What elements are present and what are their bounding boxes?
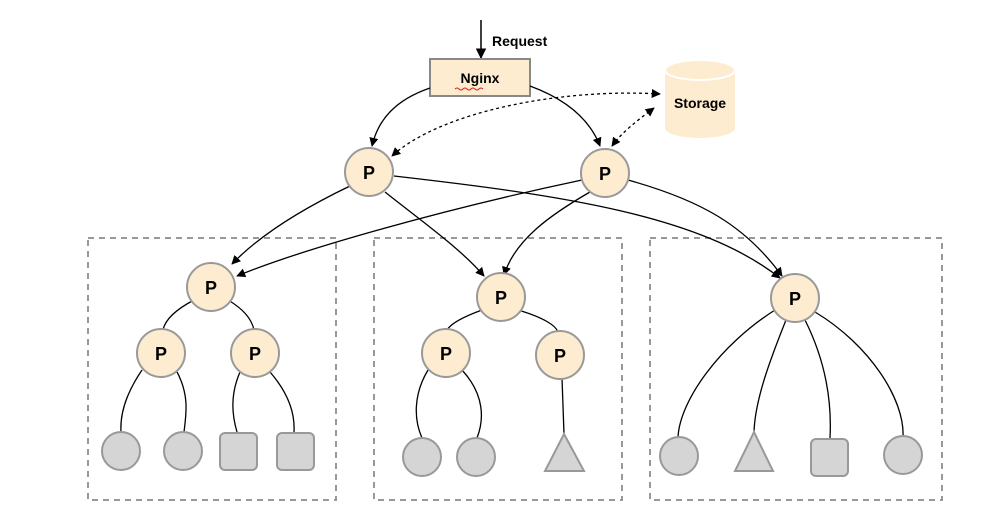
- edge-l-b-leaf3: [232, 371, 241, 433]
- edge-p2-middle: [502, 191, 591, 276]
- edge-p1-left: [231, 185, 351, 265]
- edge-storage-p2: [611, 107, 655, 147]
- proxy-node-left-root: P: [186, 262, 236, 312]
- edge-m-a-leaf1: [415, 369, 429, 439]
- leaf-square: [276, 432, 315, 471]
- edge-l-a-leaf2: [175, 369, 187, 433]
- proxy-node-left-a: P: [136, 328, 186, 378]
- edge-r-leaf3: [804, 319, 831, 439]
- edge-m-a-leaf2: [461, 369, 482, 439]
- leaf-circle: [883, 435, 923, 475]
- edge-l-root-a: [162, 299, 195, 331]
- edge-l-b-leaf4: [269, 371, 295, 433]
- svg-text:P: P: [789, 289, 801, 309]
- leaf-square: [219, 432, 258, 471]
- svg-text:P: P: [440, 344, 452, 364]
- group-box-middle: [373, 237, 623, 501]
- edge-l-a-leaf1: [120, 369, 143, 433]
- edge-m-root-a: [446, 309, 483, 331]
- request-label: Request: [492, 33, 548, 49]
- svg-text:P: P: [363, 163, 375, 183]
- leaf-circle: [456, 437, 496, 477]
- edge-p2-right: [627, 179, 783, 277]
- storage-label: Storage: [674, 95, 726, 111]
- edge-r-leaf2: [753, 319, 787, 433]
- svg-text:P: P: [599, 164, 611, 184]
- leaf-circle: [163, 431, 203, 471]
- edge-nginx-p2: [529, 85, 602, 147]
- edge-m-b-leaf3: [561, 377, 565, 435]
- group-box-right: [649, 237, 943, 501]
- leaf-triangle: [733, 429, 775, 472]
- edge-storage-p1: [391, 88, 661, 157]
- proxy-node-middle-root: P: [476, 272, 526, 322]
- svg-text:P: P: [249, 344, 261, 364]
- proxy-node-middle-b: P: [535, 330, 585, 380]
- storage-cylinder: Storage: [664, 59, 736, 138]
- edge-nginx-p1: [369, 87, 431, 147]
- leaf-square: [810, 438, 849, 477]
- leaf-triangle: [543, 431, 586, 472]
- leaf-circle: [402, 437, 442, 477]
- leaf-circle: [101, 431, 141, 471]
- edge-r-leaf4: [814, 311, 904, 438]
- proxy-node-top-right: P: [580, 148, 630, 198]
- edge-p2-left: [236, 179, 583, 278]
- svg-text:P: P: [155, 344, 167, 364]
- svg-text:P: P: [495, 288, 507, 308]
- proxy-node-top-left: P: [344, 147, 394, 197]
- edge-p1-right: [393, 175, 781, 279]
- edge-m-root-b: [517, 309, 559, 333]
- group-box-left: [87, 237, 337, 501]
- proxy-node-right-root: P: [770, 273, 820, 323]
- proxy-node-left-b: P: [230, 328, 280, 378]
- svg-text:P: P: [554, 346, 566, 366]
- proxy-node-middle-a: P: [421, 328, 471, 378]
- svg-text:P: P: [205, 278, 217, 298]
- nginx-label: Nginx: [461, 70, 500, 86]
- leaf-circle: [659, 436, 699, 476]
- edge-r-leaf1: [677, 309, 776, 438]
- edge-l-root-b: [227, 299, 255, 331]
- edge-p1-middle: [384, 191, 485, 277]
